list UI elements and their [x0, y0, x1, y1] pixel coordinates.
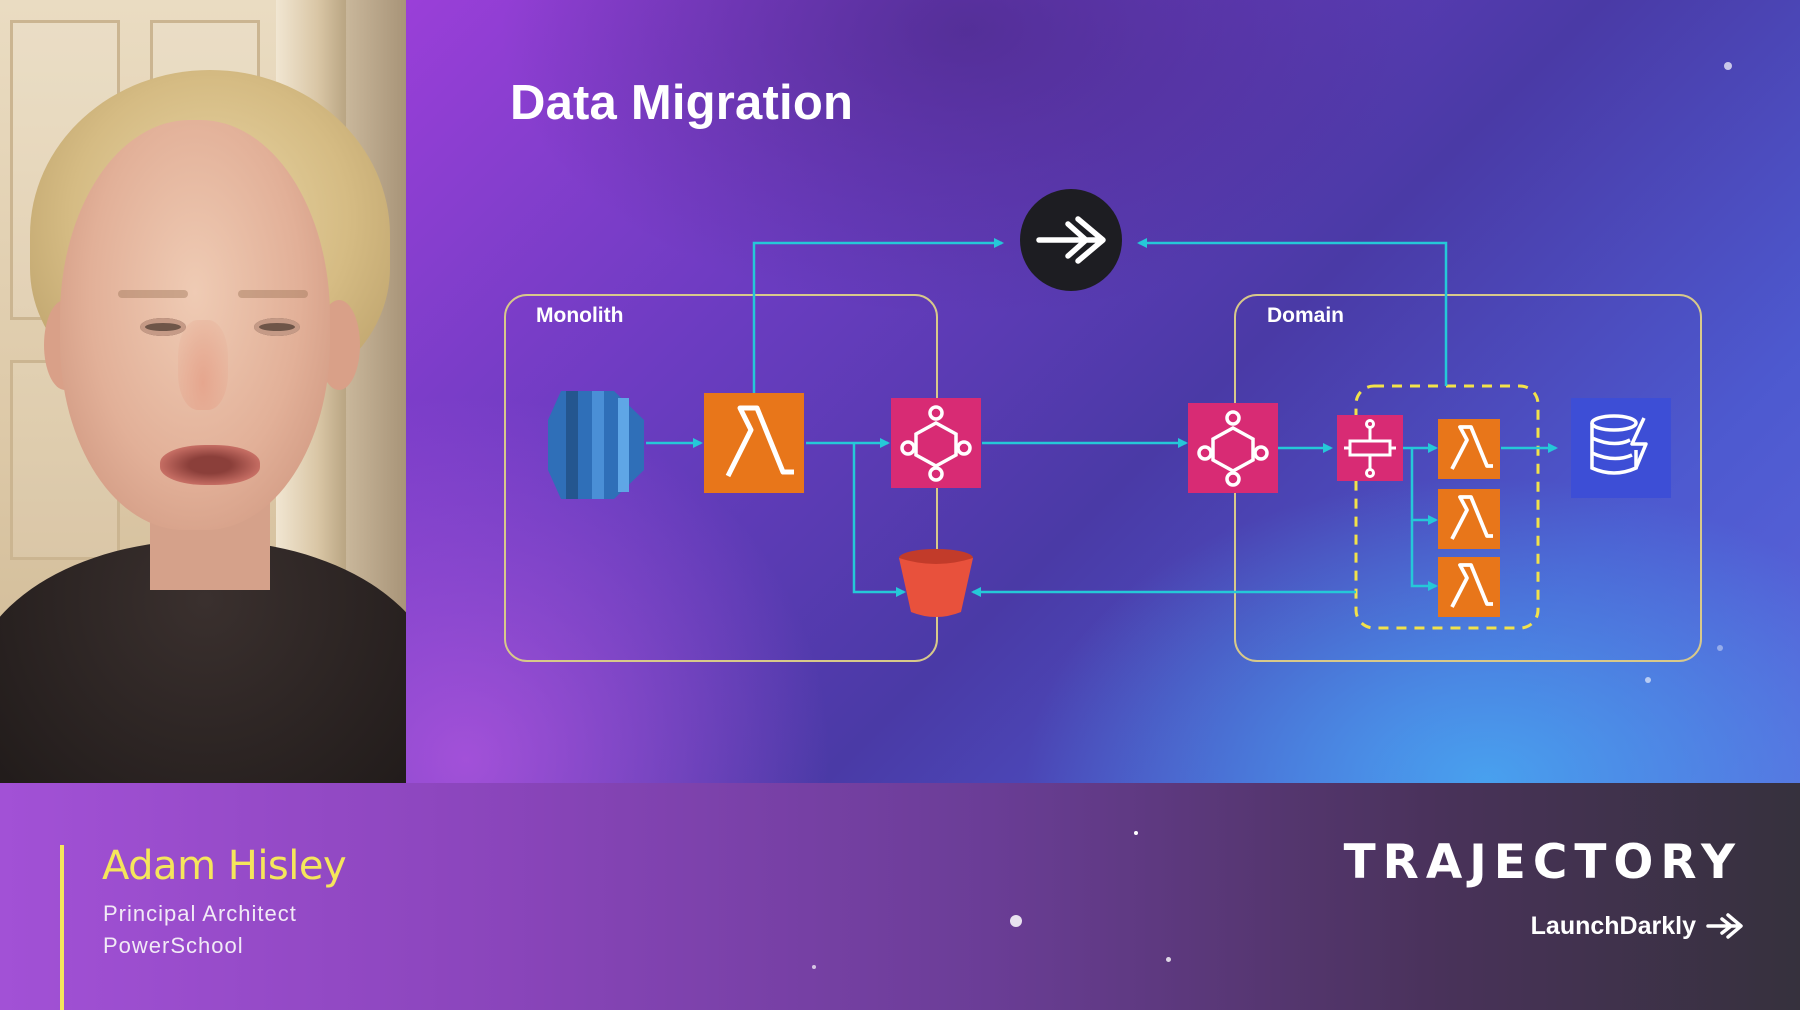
connector-branch-lambda-3: [1410, 520, 1438, 591]
speaker-nose: [178, 320, 228, 410]
domain-label: Domain: [1267, 304, 1344, 327]
lower-third-banner: Adam Hisley Principal Architect PowerSch…: [0, 783, 1800, 1010]
lambda-icon: [1438, 489, 1500, 549]
eventbridge-icon: [891, 398, 981, 488]
sparkle: [1717, 645, 1723, 651]
speaker-name: Adam Hisley: [102, 843, 347, 889]
presentation-slide: Data Migration Monolith Domain: [406, 0, 1800, 783]
eventbridge-icon: [1188, 403, 1278, 493]
event-logo: TRAJECTORY: [1343, 835, 1742, 890]
sparkle: [1134, 831, 1138, 835]
lambda-icon: [1438, 557, 1500, 617]
connector-lambda-to-bucket: [852, 443, 906, 597]
speaker-company: PowerSchool: [103, 933, 244, 958]
monolith-label: Monolith: [536, 304, 623, 327]
speaker-brow: [238, 290, 308, 298]
architecture-diagram: Monolith Domain: [504, 62, 1732, 683]
step-functions-icon: [1337, 415, 1403, 481]
speaker-mouth: [160, 445, 260, 485]
lambda-icon: [704, 393, 804, 493]
sparkle: [1724, 62, 1732, 70]
lambda-icon: [1438, 419, 1500, 479]
speaker-camera-feed: [0, 0, 406, 783]
connector-lambda-to-central: [752, 238, 1004, 393]
rds-database-icon: [548, 391, 644, 499]
sponsor-logo: LaunchDarkly: [1531, 911, 1744, 941]
connector-domain-to-central: [1137, 238, 1448, 386]
speaker-role: Principal Architect: [103, 901, 297, 926]
sponsor-name: LaunchDarkly: [1530, 911, 1696, 940]
sparkle: [812, 965, 816, 969]
sparkle: [1010, 915, 1022, 927]
speaker-brow: [118, 290, 188, 298]
speaker-eye: [140, 318, 186, 336]
launchdarkly-arrow-icon: [1706, 913, 1743, 939]
launchdarkly-arrow-icon: [1020, 189, 1122, 291]
connector-branch-lambda-2: [1410, 448, 1438, 525]
s3-bucket-icon: [899, 549, 973, 617]
accent-bar: [60, 845, 64, 1010]
sparkle: [1166, 957, 1171, 962]
speaker-eye: [254, 318, 300, 336]
connectors: [646, 238, 1558, 597]
dynamodb-icon: [1571, 398, 1671, 498]
slide-title: Data Migration: [510, 76, 854, 130]
sparkle: [1645, 677, 1651, 683]
